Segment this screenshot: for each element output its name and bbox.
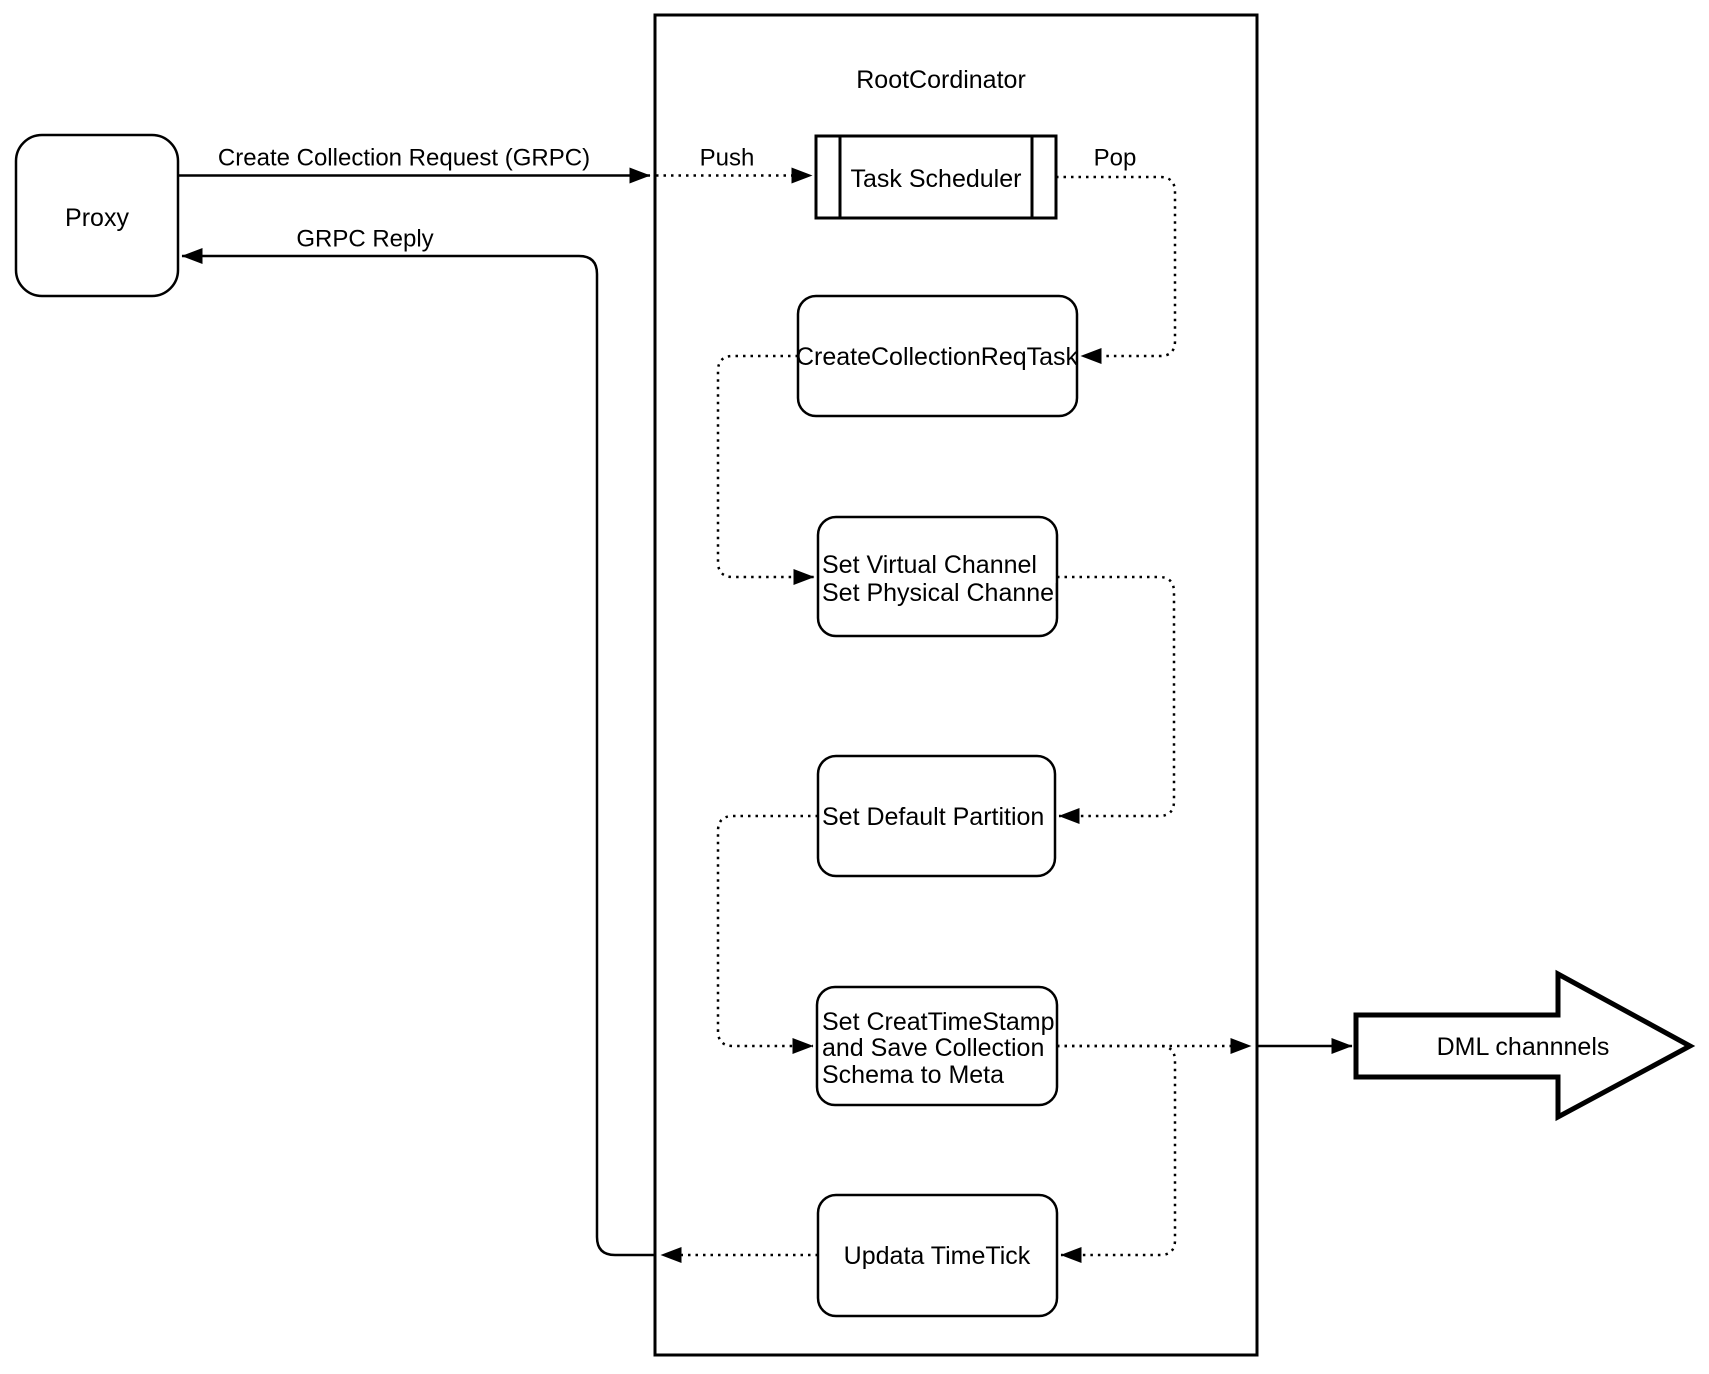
create-collection-req-task-label: CreateCollectionReqTask	[796, 343, 1079, 371]
set-default-partition-box	[816, 754, 1057, 878]
edge-to-set-timestamp	[716, 814, 818, 1054]
edge-grpc-reply	[181, 248, 655, 1257]
set-default-partition-node: Set Default Partition	[816, 754, 1057, 878]
push-label: Push	[700, 145, 755, 172]
set-timestamp-node: Set CreatTimeStamp and Save Collection S…	[815, 985, 1059, 1107]
create-collection-request-label: Create Collection Request (GRPC)	[218, 145, 590, 172]
task-scheduler-box	[814, 134, 1058, 220]
edge-to-set-default-partition	[1057, 575, 1176, 824]
edge-to-update-timetick	[1057, 1044, 1177, 1263]
set-timestamp-line3: Schema to Meta	[822, 1061, 1004, 1089]
grpc-reply-label: GRPC Reply	[296, 226, 433, 253]
dml-channels-arrow-shape	[1353, 969, 1696, 1122]
set-timestamp-line1: Set CreatTimeStamp	[822, 1008, 1054, 1036]
proxy-node: Proxy	[14, 133, 180, 298]
root-coordinator-container	[653, 13, 1259, 1357]
dml-channels-label: DML channnels	[1437, 1033, 1610, 1061]
set-channels-line2: Set Physical Channel	[822, 579, 1060, 607]
dml-channels-node: DML channnels	[1353, 969, 1696, 1122]
task-scheduler-label: Task Scheduler	[851, 165, 1022, 193]
update-timetick-label: Updata TimeTick	[844, 1242, 1031, 1270]
set-channels-box	[816, 515, 1059, 638]
set-channels-node: Set Virtual Channel Set Physical Channel	[816, 515, 1060, 638]
set-channels-line1: Set Virtual Channel	[822, 551, 1037, 579]
proxy-label: Proxy	[65, 204, 129, 232]
update-timetick-box	[816, 1193, 1059, 1318]
pop-label: Pop	[1094, 145, 1137, 172]
create-collection-req-task-box	[796, 294, 1079, 418]
set-timestamp-box	[815, 985, 1059, 1107]
update-timetick-node: Updata TimeTick	[816, 1193, 1059, 1318]
create-collection-req-task-node: CreateCollectionReqTask	[796, 294, 1079, 418]
root-coordinator-title: RootCordinator	[856, 66, 1026, 94]
set-default-partition-label: Set Default Partition	[822, 803, 1044, 831]
task-scheduler-node: Task Scheduler	[814, 134, 1058, 220]
proxy-box	[14, 133, 180, 298]
set-timestamp-line2: and Save Collection	[822, 1034, 1044, 1062]
edge-pop	[1056, 175, 1177, 364]
